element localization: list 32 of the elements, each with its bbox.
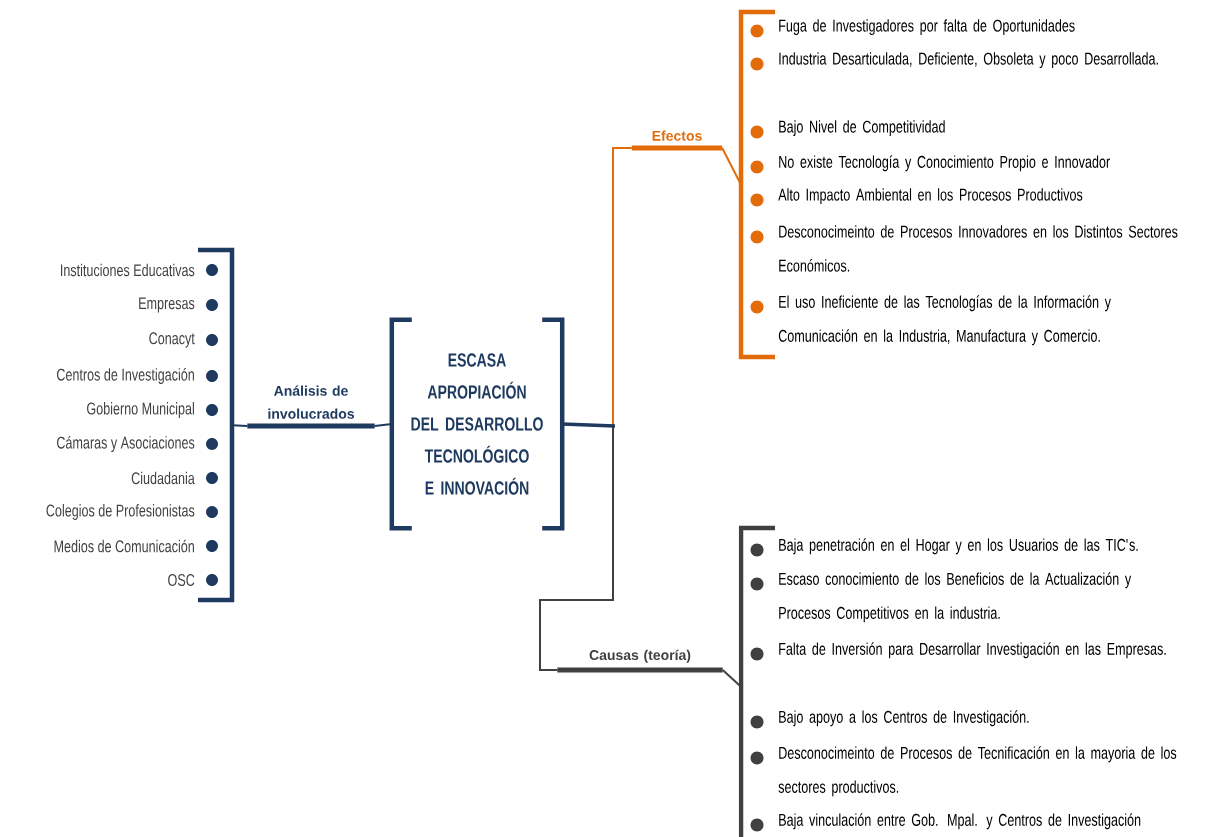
list-item: Desconocimeinto de Procesos Innovadores en los Distintos Sectores Económicos. [750,225,1178,272]
list-item: Baja vinculación entre Gob. Mpal. y Centros de Investigación [750,813,1141,832]
connector-line [721,147,742,186]
list-item: Medios de Comunicación [54,539,218,553]
list-item: Bajo apoyo a los Centros de Investigación. [750,710,1029,729]
connector-line [721,669,742,688]
list-item: Cámaras y Asociaciones [57,436,218,453]
bracket-box: ESCASA APROPIACIÓN DEL DESARROLLO TECNOLÓGICO E INNOVACIÓN [389,317,565,531]
list-item: Instituciones Educativas [61,263,218,277]
list-item: Fuga de Investigadores por falta de Oportunidades [750,19,1075,38]
list-item: Baja penetración en el Hogar y en los Usuarios de las TIC's. [750,538,1138,557]
connector-line [231,424,249,427]
list-item: Desconocimeinto de Procesos de Tecnificación en la mayoria de los sectores productivos. [750,746,1177,797]
list-item: Falta de Inversión para Desarrollar Investigación en las Empresas. [750,642,1166,661]
list-item: OSC [168,574,218,587]
list-item: Conacyt [149,332,218,348]
list-item: El uso Ineficiente de las Tecnologías de la Información y Comunicación en la Industria, Manufactura y Comercio. [750,295,1111,346]
list-item: Gobierno Municipal [87,402,218,418]
branch-label: Análisis de involucrados [247,385,375,429]
list-item: Escaso conocimiento de los Beneficios de la Actualización y Procesos Competitivos en la industria. [750,572,1132,623]
list-item: Empresas [139,297,218,313]
list-item: No existe Tecnología y Conocimiento Propio e Innovador [750,155,1110,174]
connector-line [373,423,393,427]
list-item: Centros de Investigación [57,368,218,385]
list-item: Alto Impacto Ambiental en los Procesos Productivos [750,188,1083,207]
trunk-line [562,422,616,428]
branch-label: Efectos [631,130,723,151]
list-item: Bajo Nivel de Competitividad [750,120,945,139]
list-item: Ciudadania [131,471,218,485]
list-item: Industria Desarticulada, Deficiente, Obsoleta y poco Desarrollada. [750,52,1158,71]
branch-label: Causas (teoría) [557,649,723,673]
list-item: Colegios de Profesionistas [46,504,218,520]
